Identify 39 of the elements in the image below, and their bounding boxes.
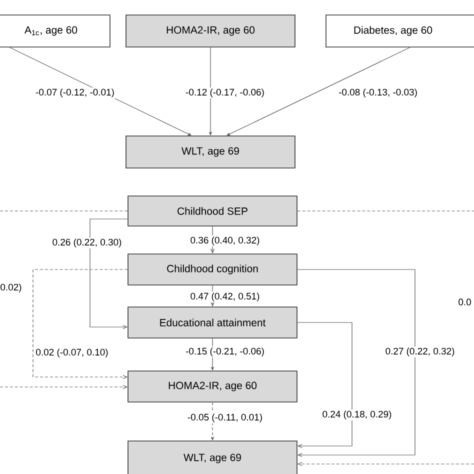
variable-box xyxy=(0,14,110,48)
arrow xyxy=(9,47,192,136)
arrow xyxy=(0,384,128,390)
node-label: A$_{1c}$, age 60 xyxy=(24,26,78,36)
node-label: Childhood SEP xyxy=(178,207,248,215)
edge-label: -0.07 (-0.12, -0.01) xyxy=(34,88,116,98)
node-label: HOMA2-IR, age 60 xyxy=(168,382,257,392)
coefficient-label: 0.0 xyxy=(458,298,471,306)
arrow xyxy=(297,462,474,466)
variable-box xyxy=(128,370,298,402)
edge-label: -0.12 (-0.17, -0.06) xyxy=(184,88,266,98)
edge-label: 0.02 (-0.07, 0.10) xyxy=(34,348,110,358)
node-label: Childhood cognition xyxy=(167,264,258,274)
node-label: WLT, age 69 xyxy=(182,147,239,157)
arrow xyxy=(297,269,416,458)
edge-label: 0.27 (0.22, 0.32) xyxy=(384,346,456,358)
variable-box xyxy=(326,14,474,48)
edge-label: 0.36 (0.40, 0.32) xyxy=(189,236,261,246)
variable-box xyxy=(126,136,296,168)
variable-box xyxy=(128,196,298,226)
variable-box xyxy=(126,14,296,48)
arrow xyxy=(90,218,128,330)
arrow xyxy=(297,322,352,448)
arrow xyxy=(32,269,128,380)
edge-label: 0.24 (0.18, 0.29) xyxy=(321,410,393,420)
node-label: Diabetes, age 60 xyxy=(354,26,432,36)
variable-box xyxy=(128,254,298,286)
edge-label: 0.26 (0.22, 0.30) xyxy=(51,238,123,248)
edge-label: -0.08 (-0.13, -0.03) xyxy=(338,88,418,98)
node-label: HOMA2-IR, age 60 xyxy=(166,26,255,36)
node-label: Educational attainment xyxy=(160,318,266,326)
edge-label: -0.15 (-0.21, -0.06) xyxy=(184,346,266,358)
coefficient-label: 0.02) xyxy=(0,284,22,292)
edge-label: 0.47 (0.42, 0.51) xyxy=(189,292,261,302)
variable-box xyxy=(128,306,298,338)
variable-box xyxy=(128,440,298,474)
arrow xyxy=(226,47,410,136)
edge-label: -0.05 (-0.11, 0.01) xyxy=(186,412,264,424)
node-label: WLT, age 69 xyxy=(184,454,241,464)
